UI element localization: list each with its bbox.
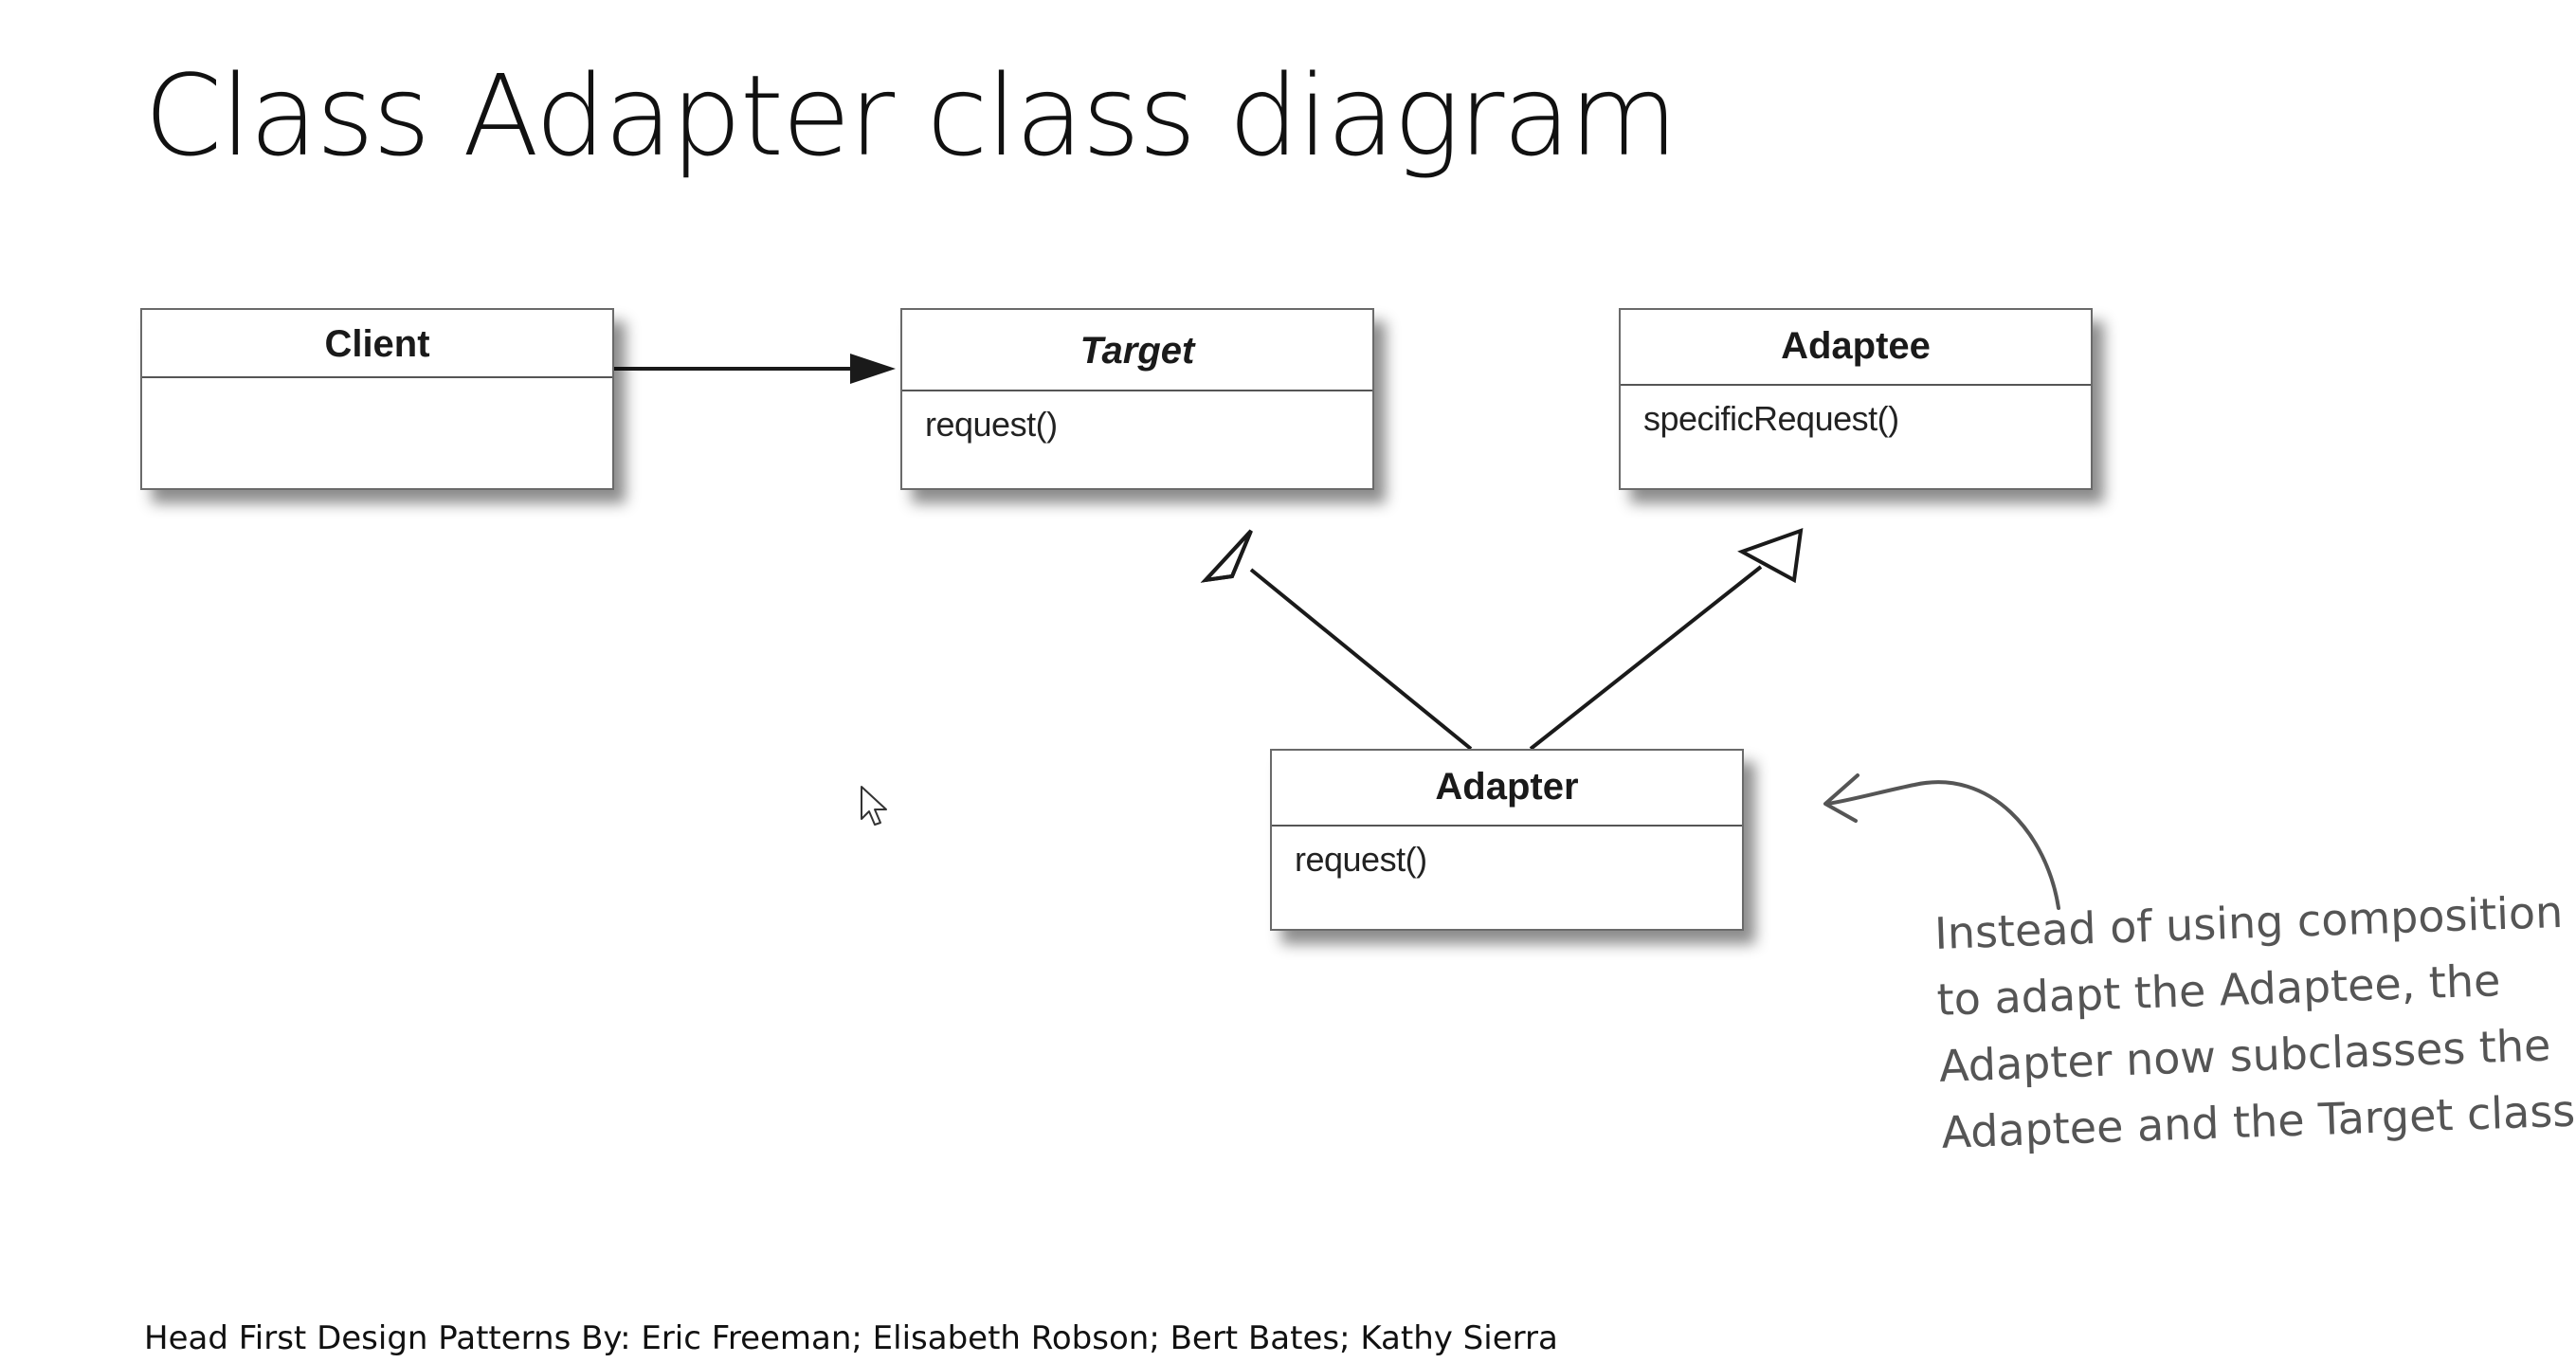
class-methods-target: request(): [925, 405, 1058, 444]
generalization-line-adaptee: [1529, 565, 1763, 751]
class-target: Target request(): [900, 308, 1374, 490]
generalization-arrowhead-adaptee: [1737, 528, 1804, 584]
generalization-arrowhead-target: [1200, 529, 1253, 583]
class-methods-adaptee: specificRequest(): [1643, 399, 1899, 438]
class-client: Client: [140, 308, 614, 490]
class-adapter: Adapter request(): [1270, 749, 1744, 931]
class-name-adapter: Adapter: [1272, 751, 1742, 827]
annotation-arrow: [1825, 780, 2060, 910]
class-methods-client: [142, 378, 612, 391]
class-methods-adapter: request(): [1295, 840, 1427, 879]
class-name-client: Client: [142, 310, 612, 378]
generalization-line-target: [1249, 568, 1473, 751]
class-name-target: Target: [902, 310, 1372, 391]
source-citation: Head First Design Patterns By: Eric Free…: [144, 1319, 1558, 1357]
association-arrowhead: [850, 354, 896, 384]
mouse-cursor-icon: [861, 786, 887, 826]
class-adaptee: Adaptee specificRequest(): [1619, 308, 2093, 490]
handwritten-annotation: Instead of using composition to adapt th…: [1933, 878, 2576, 1166]
slide-title: Class Adapter class diagram: [144, 50, 1678, 181]
class-name-adaptee: Adaptee: [1621, 310, 2091, 386]
annotation-arrowhead: [1823, 773, 1859, 823]
